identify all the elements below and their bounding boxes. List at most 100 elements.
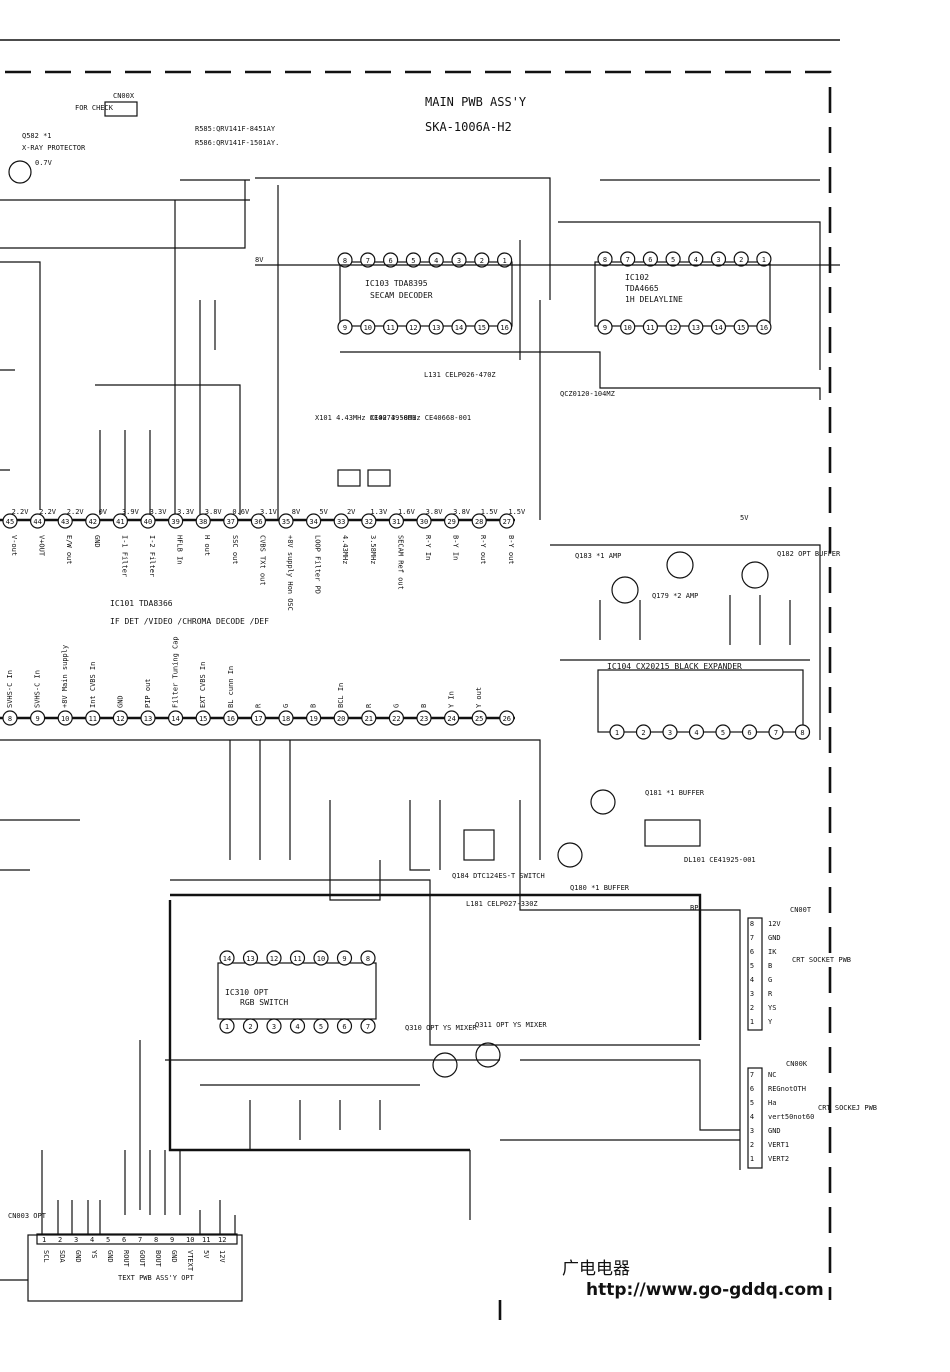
ic310-bottom-pin <box>336 1018 353 1034</box>
ic101-top-pin-voltage: 0.6V <box>232 508 250 516</box>
ic103-bottom-pin-number: 14 <box>455 324 463 332</box>
ic101-top-pin-voltage: 1.6V <box>398 508 416 516</box>
cn003-pin-label: SDA <box>58 1250 66 1263</box>
ic103-bottom-pin-number: 16 <box>500 324 508 332</box>
q179-amp: Q179 *2 AMP <box>652 551 698 600</box>
ic103-top-pin-number: 8 <box>343 257 347 265</box>
ic104-pin <box>688 724 705 740</box>
ic103-top-pin-number: 2 <box>480 257 484 265</box>
ic103-bottom-pin <box>405 319 421 335</box>
ic102-top-pin <box>756 251 772 267</box>
ic101-bottom-pin <box>361 710 377 726</box>
svg-text:DL101 CE41925-001: DL101 CE41925-001 <box>684 856 756 864</box>
q311-ys-mixer: Q311 OPT YS MIXER <box>475 1021 547 1068</box>
ic102-bottom-pin <box>733 319 749 335</box>
ic101-top-pin-voltage: 3.3V <box>177 508 195 516</box>
ic101-top-pin-voltage: 2.2V <box>67 508 85 516</box>
ic102-delay-line: IC102 TDA4665 1H DELAYLINE <box>594 261 771 327</box>
svg-text:Q181 *1 BUFFER: Q181 *1 BUFFER <box>645 789 705 797</box>
rail-bp: BP <box>690 904 698 912</box>
ic101-top-pin-label: 3.58MHz <box>369 535 377 565</box>
cn00t-pin-number: 6 <box>750 948 754 956</box>
ic101-bottom-pin <box>333 710 349 726</box>
ic101-bottom-pin-label: Y out <box>475 687 483 708</box>
ic102-top-pin-number: 8 <box>603 256 607 264</box>
ic101-bottom-pin-number: 24 <box>447 715 455 723</box>
protector-wiring <box>0 179 250 249</box>
svg-text:X102 3.58MHz CE40668-001: X102 3.58MHz CE40668-001 <box>370 414 471 422</box>
svg-text:CN00T: CN00T <box>790 906 812 914</box>
cn00t-pin-label: GND <box>768 934 781 942</box>
cn00t-pin-label: YS <box>768 1004 776 1012</box>
ic310-top-pin-number: 13 <box>246 955 254 963</box>
cn003-pin-label: YS <box>90 1250 98 1258</box>
ic103-bottom-pin <box>497 319 513 335</box>
ic101-bottom-pin-label: B <box>420 704 428 708</box>
ic101-top-pin-number: 32 <box>365 518 373 526</box>
ic103-top-pin <box>474 252 490 268</box>
cn00t-pin-label: Y <box>768 1018 773 1026</box>
ic102-top-pin <box>642 251 659 267</box>
ic310-wiring <box>124 1040 740 1220</box>
ic101-top-pin <box>306 513 322 529</box>
ic101-top-pin-number: 29 <box>447 518 455 526</box>
svg-text:TDA4665: TDA4665 <box>625 284 659 293</box>
ic101-top-pin-label: V+OUT <box>38 535 46 557</box>
ic101-bottom-pin-number: 19 <box>309 715 317 723</box>
ic101-top-pin <box>57 513 73 529</box>
ic104-pin-number: 5 <box>721 729 725 737</box>
svg-text:Q310 OPT YS MIXER: Q310 OPT YS MIXER <box>405 1024 477 1032</box>
cn00k-pin-number: 3 <box>750 1127 754 1135</box>
ic101-top-pin-label: H out <box>203 535 211 556</box>
cn00t-pin-number: 7 <box>750 934 754 942</box>
ic103-bottom-pin-number: 15 <box>478 324 486 332</box>
watermark-cn: 广电电器 <box>562 1259 630 1279</box>
svg-text:1H DELAYLINE: 1H DELAYLINE <box>625 295 683 304</box>
ic101-top-pin-voltage: 8V <box>292 508 301 516</box>
for-check-label: FOR CHECK <box>75 104 114 112</box>
cn00k-pin-label: GND <box>768 1127 781 1135</box>
ic101-top-pin <box>444 513 460 529</box>
ic102-top-pin-number: 2 <box>739 256 743 264</box>
mid-right-wiring <box>550 544 821 740</box>
ic101-bottom-pin <box>471 710 487 726</box>
ic101-bottom-pin <box>85 710 101 726</box>
ic101-top-pin-number: 40 <box>144 518 152 526</box>
svg-text:SECAM DECODER: SECAM DECODER <box>370 291 433 300</box>
ic102-bottom-pin-number: 12 <box>669 324 677 332</box>
ic103-top-pin <box>337 252 353 268</box>
ic103-top-pin-number: 5 <box>411 257 415 265</box>
ic102-top-pin-number: 1 <box>762 256 766 264</box>
ic101-bottom-pin-number: 21 <box>365 715 373 723</box>
ic102-top-pin <box>620 251 636 267</box>
bus-wiring <box>168 893 702 1152</box>
ic103-bottom-pin <box>451 319 467 335</box>
ic101-top-pin-number: 35 <box>282 518 290 526</box>
ic310-bottom-pin-number: 3 <box>272 1023 276 1031</box>
ic103-bottom-pin-number: 9 <box>343 324 347 332</box>
ic104-pin-number: 6 <box>747 729 751 737</box>
ic101-bottom-pin <box>112 710 129 726</box>
ic101-bottom-pin-number: 15 <box>199 715 207 723</box>
cn00k-pin-label: NC <box>768 1071 776 1079</box>
ic102-bottom-pin-number: 16 <box>760 324 768 332</box>
ic101-top-pin-number: 30 <box>420 518 428 526</box>
cn00k-pin-number: 2 <box>750 1141 754 1149</box>
ic101-bottom-pin-label: R <box>365 703 373 708</box>
ic101-top-pin-label: R-Y In <box>424 535 432 560</box>
ic103-bottom-pin-number: 10 <box>364 324 372 332</box>
cn00t-pin-label: 12V <box>768 920 781 928</box>
ic103-bottom-pin <box>383 319 399 335</box>
cn003-pin-label: GND <box>74 1250 82 1263</box>
ic101-top-pin-voltage: 2.2V <box>12 508 30 516</box>
safety-note-1: R585:QRV141F-8451AY <box>195 125 276 133</box>
qcz-label: QCZ0120-104MZ <box>560 390 615 398</box>
svg-text:Q184 DTC124ES-T SWITCH: Q184 DTC124ES-T SWITCH <box>452 872 545 880</box>
ic101-bottom-pin <box>168 710 184 726</box>
cn003-pin-number: 12 <box>218 1236 226 1244</box>
safety-note-2: R586:QRV141F-1501AY. <box>195 139 279 147</box>
ic103-bottom-pin-number: 12 <box>409 324 417 332</box>
